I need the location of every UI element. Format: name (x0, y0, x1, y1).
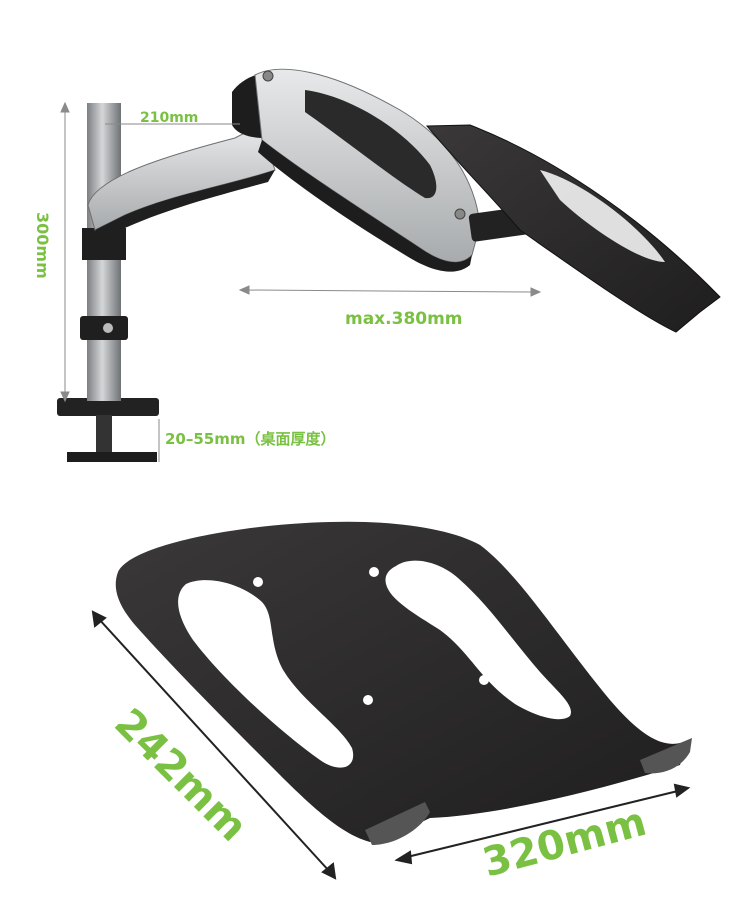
monitor-arm (57, 68, 721, 462)
pivot-bolt-top (262, 70, 274, 82)
clamp-top-plate (57, 398, 159, 416)
dim-arrow-300-top (60, 101, 70, 113)
lower-arm-underside (95, 170, 275, 230)
pivot-bolt-bottom (454, 208, 466, 220)
tray-dimension-lines (91, 610, 691, 880)
dim-arrow-242-bottom (321, 862, 337, 880)
arm-offset-label: 210mm (140, 110, 199, 126)
dim-line-320 (402, 789, 683, 859)
dimension-lines (60, 101, 542, 462)
mount-hole (479, 675, 489, 685)
tray-cutout-left (178, 580, 354, 768)
tray-side-view (425, 124, 721, 333)
dim-line-242 (97, 617, 331, 873)
tray-lip-right (640, 738, 692, 774)
clamp-screw (96, 415, 112, 455)
max-reach-label: max.380mm (345, 309, 463, 329)
desk-thickness-label: 20–55mm（桌面厚度） (165, 430, 336, 448)
laptop-tray (115, 521, 692, 845)
tray-cutout-right (385, 560, 571, 720)
dim-line-380 (244, 289, 536, 293)
tray-lip-bottom (365, 802, 430, 845)
pole-height-label: 300mm (33, 212, 52, 279)
clip-button (103, 323, 113, 333)
dim-arrow-300-bottom (60, 391, 70, 403)
pole-collar (82, 228, 126, 260)
mount-hole (369, 567, 379, 577)
dim-arrow-380-right (530, 287, 542, 297)
dim-arrow-320-right (673, 783, 691, 798)
dim-arrow-320-left (394, 850, 413, 865)
dim-arrow-380-left (238, 285, 250, 295)
dim-arrow-242-top (91, 610, 107, 628)
mount-hole (363, 695, 373, 705)
mount-hole (253, 577, 263, 587)
tray-side-cutout (540, 170, 665, 262)
upper-arm-vent (305, 90, 437, 199)
clamp-bottom-plate (67, 452, 157, 462)
